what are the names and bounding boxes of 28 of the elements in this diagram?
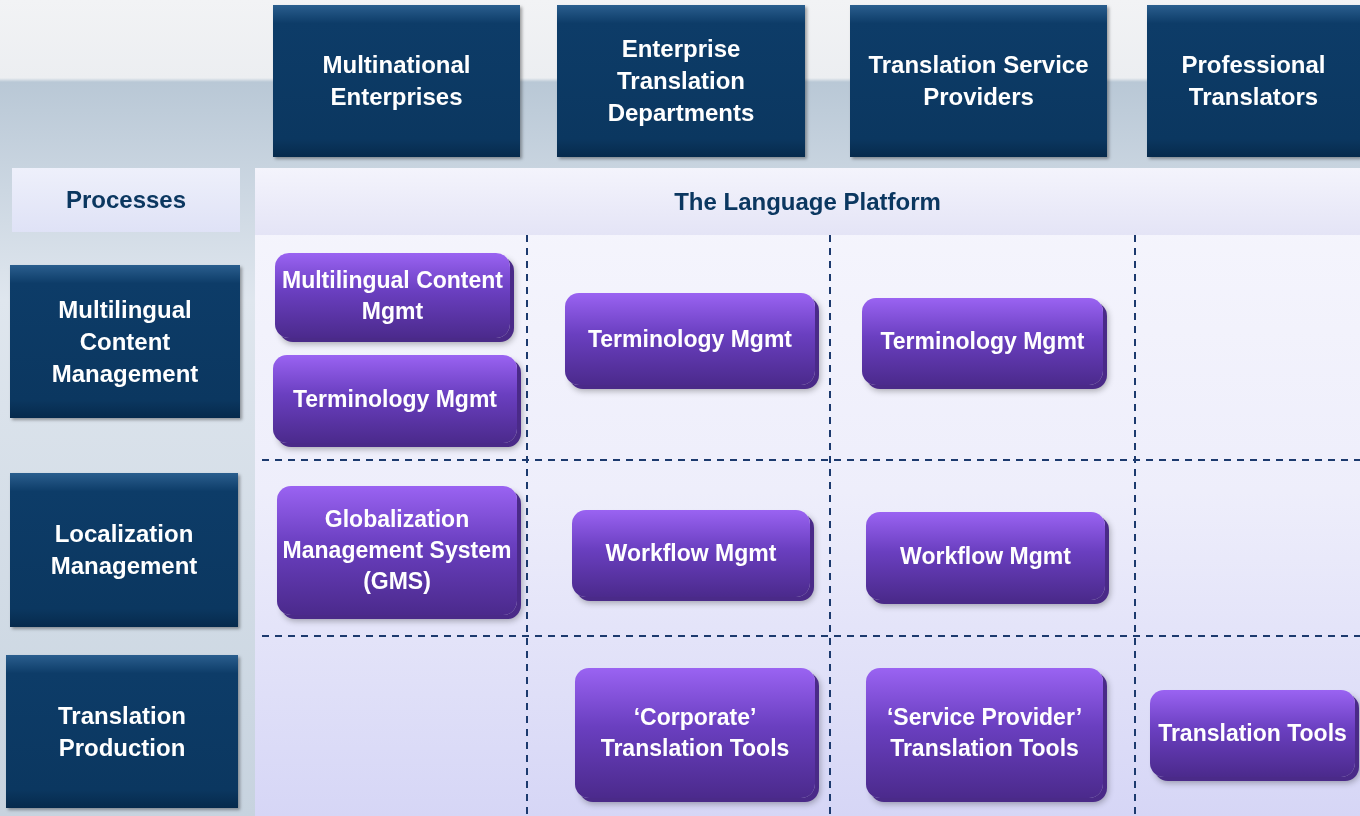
- tool-label: ‘Service Provider’ Translation Tools: [885, 703, 1084, 763]
- tool-label: Globalization Management System (GMS): [281, 505, 513, 596]
- tool-label: Translation Tools: [1158, 719, 1347, 748]
- platform-panel: [255, 168, 1360, 816]
- header-label: Processes: [65, 186, 187, 214]
- platform-title: The Language Platform: [674, 187, 941, 216]
- header-box: [557, 5, 805, 157]
- header-box: [273, 5, 520, 157]
- header-box: [10, 265, 240, 418]
- header-label: Multinational Enterprises: [321, 50, 472, 112]
- tool-label: ‘Corporate’ Translation Tools: [599, 703, 791, 763]
- header-box: [1147, 5, 1360, 157]
- tool-label: Terminology Mgmt: [588, 324, 792, 354]
- header-label: Localization Management: [49, 519, 199, 581]
- header-box: [6, 655, 238, 808]
- tool-label: Terminology Mgmt: [880, 327, 1085, 356]
- header-box: [850, 5, 1107, 157]
- header-label: Professional Translators: [1180, 50, 1327, 112]
- header-box: [10, 473, 238, 627]
- tool-label: Terminology Mgmt: [293, 384, 497, 414]
- header-label: Enterprise Translation Departments: [606, 34, 756, 128]
- header-label: Translation Production: [57, 700, 187, 763]
- tool-label: Workflow Mgmt: [605, 539, 777, 568]
- tool-label: Workflow Mgmt: [900, 541, 1071, 571]
- header-box: [12, 168, 240, 232]
- header-label: Translation Service Providers: [867, 50, 1090, 112]
- tool-label: Multilingual Content Mgmt: [281, 265, 504, 326]
- header-label: Multilingual Content Management: [50, 294, 200, 389]
